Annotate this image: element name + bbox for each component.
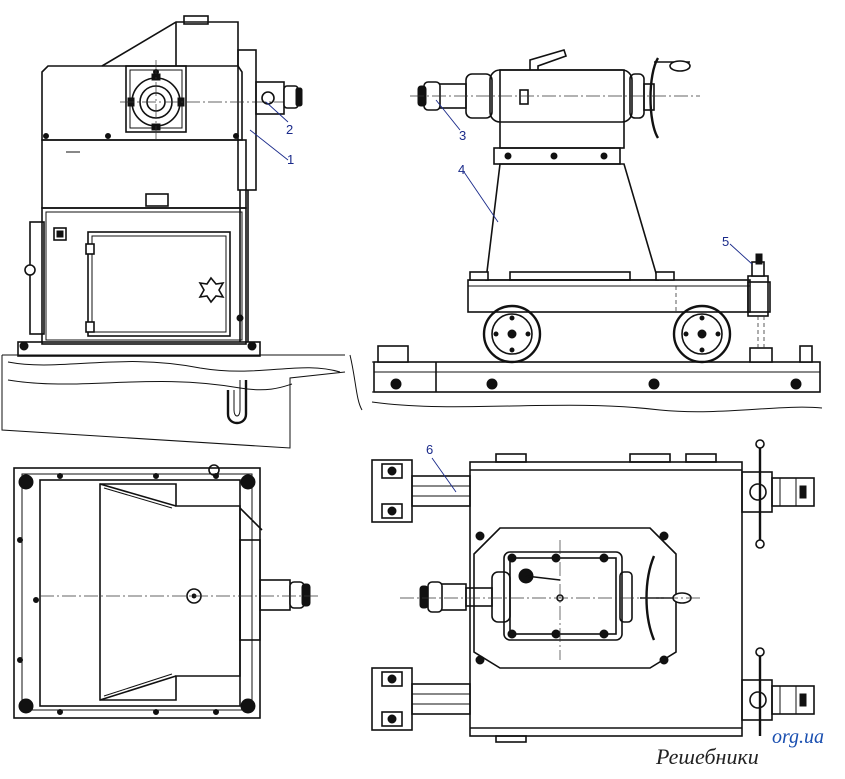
front-base-plate xyxy=(17,341,261,357)
callout-6: 6 xyxy=(426,442,433,457)
leader-3 xyxy=(435,99,461,131)
front-upper-housing xyxy=(41,65,243,141)
side-wheel-left xyxy=(482,304,542,364)
plan-view xyxy=(13,464,320,719)
front-middle-section xyxy=(41,139,247,209)
front-view xyxy=(1,15,346,449)
anchor-bolt xyxy=(226,380,248,425)
callout-3: 3 xyxy=(459,128,466,143)
rail-clamp-bottom-right xyxy=(741,647,815,736)
plan-hopper xyxy=(99,483,241,701)
leader-6 xyxy=(431,457,457,493)
front-cabinet-door xyxy=(87,231,231,337)
leader-1 xyxy=(249,129,289,161)
side-stand xyxy=(485,163,660,281)
side-view xyxy=(349,49,823,413)
rail-clamp-bottom-left xyxy=(371,667,471,731)
side-wheel-right xyxy=(672,304,732,364)
callout-1: 1 xyxy=(287,152,294,167)
leader-2 xyxy=(265,101,289,123)
side-handwheel xyxy=(643,57,691,139)
front-top-cover xyxy=(101,21,239,67)
watermark-domain: org.ua xyxy=(772,726,824,748)
callout-4: 4 xyxy=(458,162,465,177)
callout-2: 2 xyxy=(286,122,293,137)
leader-4 xyxy=(463,171,499,223)
carriage-plan-frame xyxy=(469,461,743,737)
leader-5 xyxy=(729,243,753,265)
carriage-headstock-plan xyxy=(503,551,623,641)
callout-leaders xyxy=(249,99,753,493)
side-top-lever xyxy=(529,49,568,70)
callout-5: 5 xyxy=(722,234,729,249)
front-cabinet xyxy=(41,207,247,345)
rail-clamp-top-left xyxy=(371,459,471,523)
side-rail xyxy=(373,361,821,393)
rail-clamp-top-right xyxy=(741,439,815,549)
watermark-main: Решебники xyxy=(655,744,759,769)
star-knob xyxy=(198,276,225,304)
carriage-plan-view xyxy=(371,439,815,743)
front-foundation xyxy=(1,354,346,449)
